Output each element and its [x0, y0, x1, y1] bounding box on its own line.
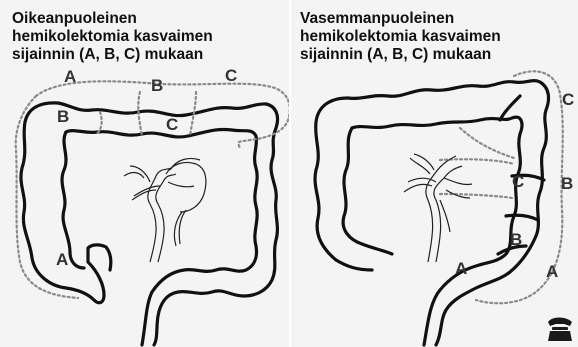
left-label-b-inner: B [57, 108, 69, 126]
right-label-b-outer: B [561, 175, 573, 193]
right-label-c-outer: C [562, 91, 574, 109]
left-label-a-top: A [64, 68, 76, 86]
right-label-a-outer: A [546, 263, 558, 281]
left-label-c-top: C [225, 67, 237, 85]
left-mesenteric-vessels [124, 158, 206, 262]
right-title-line-1: Vasemmanpuoleinen [300, 10, 501, 28]
panel-divider [289, 0, 291, 347]
right-mesenteric-vessels [404, 154, 472, 262]
left-title-line-3: sijainnin (A, B, C) mukaan [12, 46, 213, 64]
right-label-c-inner: C [512, 173, 524, 191]
left-label-c-inner: C [166, 116, 178, 134]
left-colon-outline [21, 103, 278, 345]
right-label-a-inner: A [455, 260, 467, 278]
left-label-b-top: B [151, 77, 163, 95]
right-panel-title: Vasemmanpuoleinen hemikolektomia kasvaim… [300, 10, 501, 64]
left-label-a-lower: A [56, 251, 68, 269]
left-panel-title: Oikeanpuoleinen hemikolektomia kasvaimen… [12, 10, 213, 64]
phone-logo-icon [548, 318, 572, 342]
right-title-line-3: sijainnin (A, B, C) mukaan [300, 46, 501, 64]
right-label-b-inner: B [510, 231, 522, 249]
left-title-line-2: hemikolektomia kasvaimen [12, 28, 213, 46]
left-title-line-1: Oikeanpuoleinen [12, 10, 213, 28]
right-title-line-2: hemikolektomia kasvaimen [300, 28, 501, 46]
